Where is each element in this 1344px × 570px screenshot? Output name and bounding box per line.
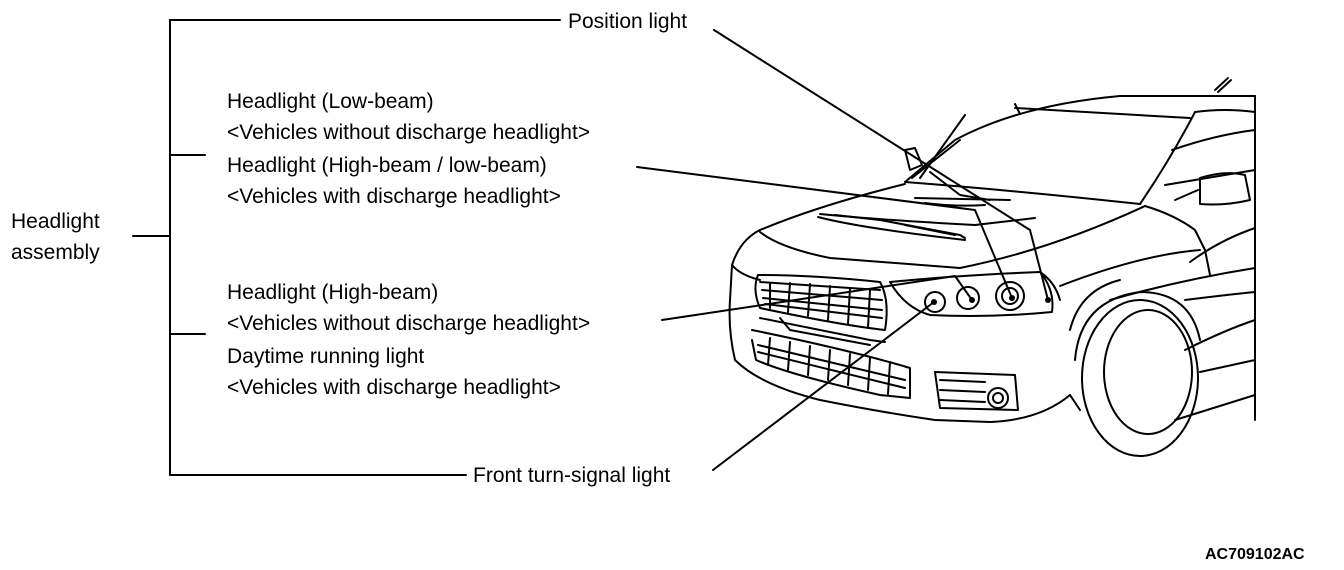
headlight-assembly-label: Headlight assembly [11,206,100,268]
figure-code: AC709102AC [1205,546,1305,563]
high-beam-line2: <Vehicles without discharge headlight> [227,312,591,335]
high-low-beam-line2: <Vehicles with discharge headlight> [227,185,561,208]
front-turn-signal-label: Front turn-signal light [473,464,671,487]
leader-lines [132,19,1049,476]
headlight-assembly-line2: assembly [11,241,100,264]
car-illustration [728,77,1256,457]
high-beam-label: Headlight (High-beam) <Vehicles without … [227,277,590,339]
low-beam-line1: Headlight (Low-beam) [227,90,434,113]
daytime-running-line1: Daytime running light [227,345,425,368]
low-beam-line2: <Vehicles without discharge headlight> [227,121,591,144]
leader-dots [931,295,1051,305]
low-beam-label: Headlight (Low-beam) <Vehicles without d… [227,86,590,148]
position-light-label: Position light [568,10,688,33]
high-beam-line1: Headlight (High-beam) [227,281,439,304]
high-low-beam-label: Headlight (High-beam / low-beam) <Vehicl… [227,150,561,212]
headlight-assembly-line1: Headlight [11,210,100,233]
daytime-running-line2: <Vehicles with discharge headlight> [227,376,561,399]
daytime-running-label: Daytime running light <Vehicles with dis… [227,341,561,403]
high-low-beam-line1: Headlight (High-beam / low-beam) [227,154,547,177]
